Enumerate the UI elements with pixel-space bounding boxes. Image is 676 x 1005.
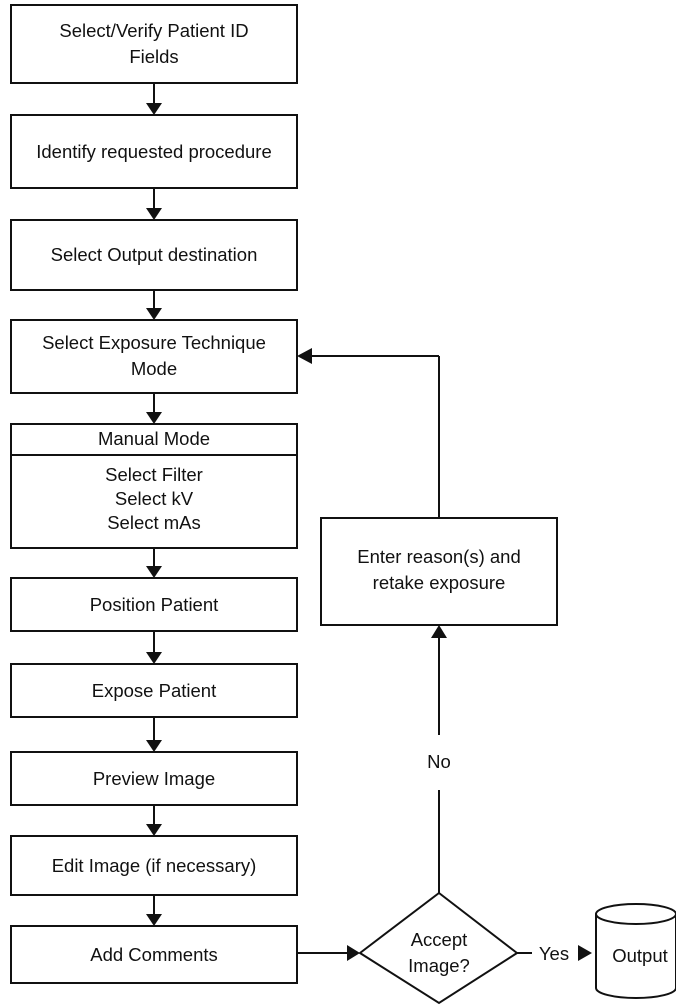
output-database-icon: Output [595, 903, 676, 999]
step-retake-exposure-line1: Enter reason(s) and [357, 546, 521, 567]
step-add-comments-label: Add Comments [90, 944, 218, 965]
step-select-exposure-technique-line1: Select Exposure Technique [42, 332, 266, 353]
decision-accept-image: Accept Image? [358, 891, 519, 1005]
main-flow-arrows [146, 83, 162, 926]
step-select-patient-id: Select/Verify Patient ID Fields [10, 4, 298, 84]
step-expose-patient-label: Expose Patient [92, 680, 216, 701]
step-add-comments: Add Comments [10, 925, 298, 984]
manual-mode-title: Manual Mode [98, 428, 210, 449]
step-select-patient-id-line2: Fields [129, 46, 178, 67]
edge-label-yes: Yes [539, 943, 569, 964]
manual-mode-select-mas: Select mAs [107, 512, 201, 533]
arrow-comments-to-decision [297, 945, 360, 961]
step-identify-procedure-label: Identify requested procedure [36, 141, 272, 162]
edge-label-no: No [427, 751, 451, 772]
step-select-output-destination: Select Output destination [10, 219, 298, 291]
arrow-retake-loop [297, 348, 440, 518]
output-label: Output [612, 945, 668, 966]
step-select-exposure-technique-line2: Mode [131, 358, 177, 379]
manual-mode-select-kv: Select kV [115, 488, 194, 509]
decision-accept-image-line1: Accept [411, 929, 468, 950]
step-edit-image-label: Edit Image (if necessary) [52, 855, 257, 876]
step-expose-patient: Expose Patient [10, 663, 298, 718]
step-retake-exposure-line2: retake exposure [373, 572, 506, 593]
step-position-patient-label: Position Patient [90, 594, 219, 615]
step-edit-image: Edit Image (if necessary) [10, 835, 298, 896]
arrow-no-branch: No [427, 625, 451, 893]
step-select-exposure-technique: Select Exposure Technique Mode [10, 319, 298, 394]
step-manual-mode: Manual Mode Select Filter Select kV Sele… [10, 423, 298, 549]
step-select-output-destination-label: Select Output destination [51, 244, 258, 265]
step-position-patient: Position Patient [10, 577, 298, 632]
decision-accept-image-line2: Image? [408, 955, 470, 976]
step-preview-image-label: Preview Image [93, 768, 215, 789]
step-preview-image: Preview Image [10, 751, 298, 806]
arrow-yes-branch: Yes [517, 943, 592, 964]
step-select-patient-id-line1: Select/Verify Patient ID [59, 20, 248, 41]
step-identify-procedure: Identify requested procedure [10, 114, 298, 189]
step-retake-exposure: Enter reason(s) and retake exposure [320, 517, 558, 626]
manual-mode-select-filter: Select Filter [105, 464, 203, 485]
